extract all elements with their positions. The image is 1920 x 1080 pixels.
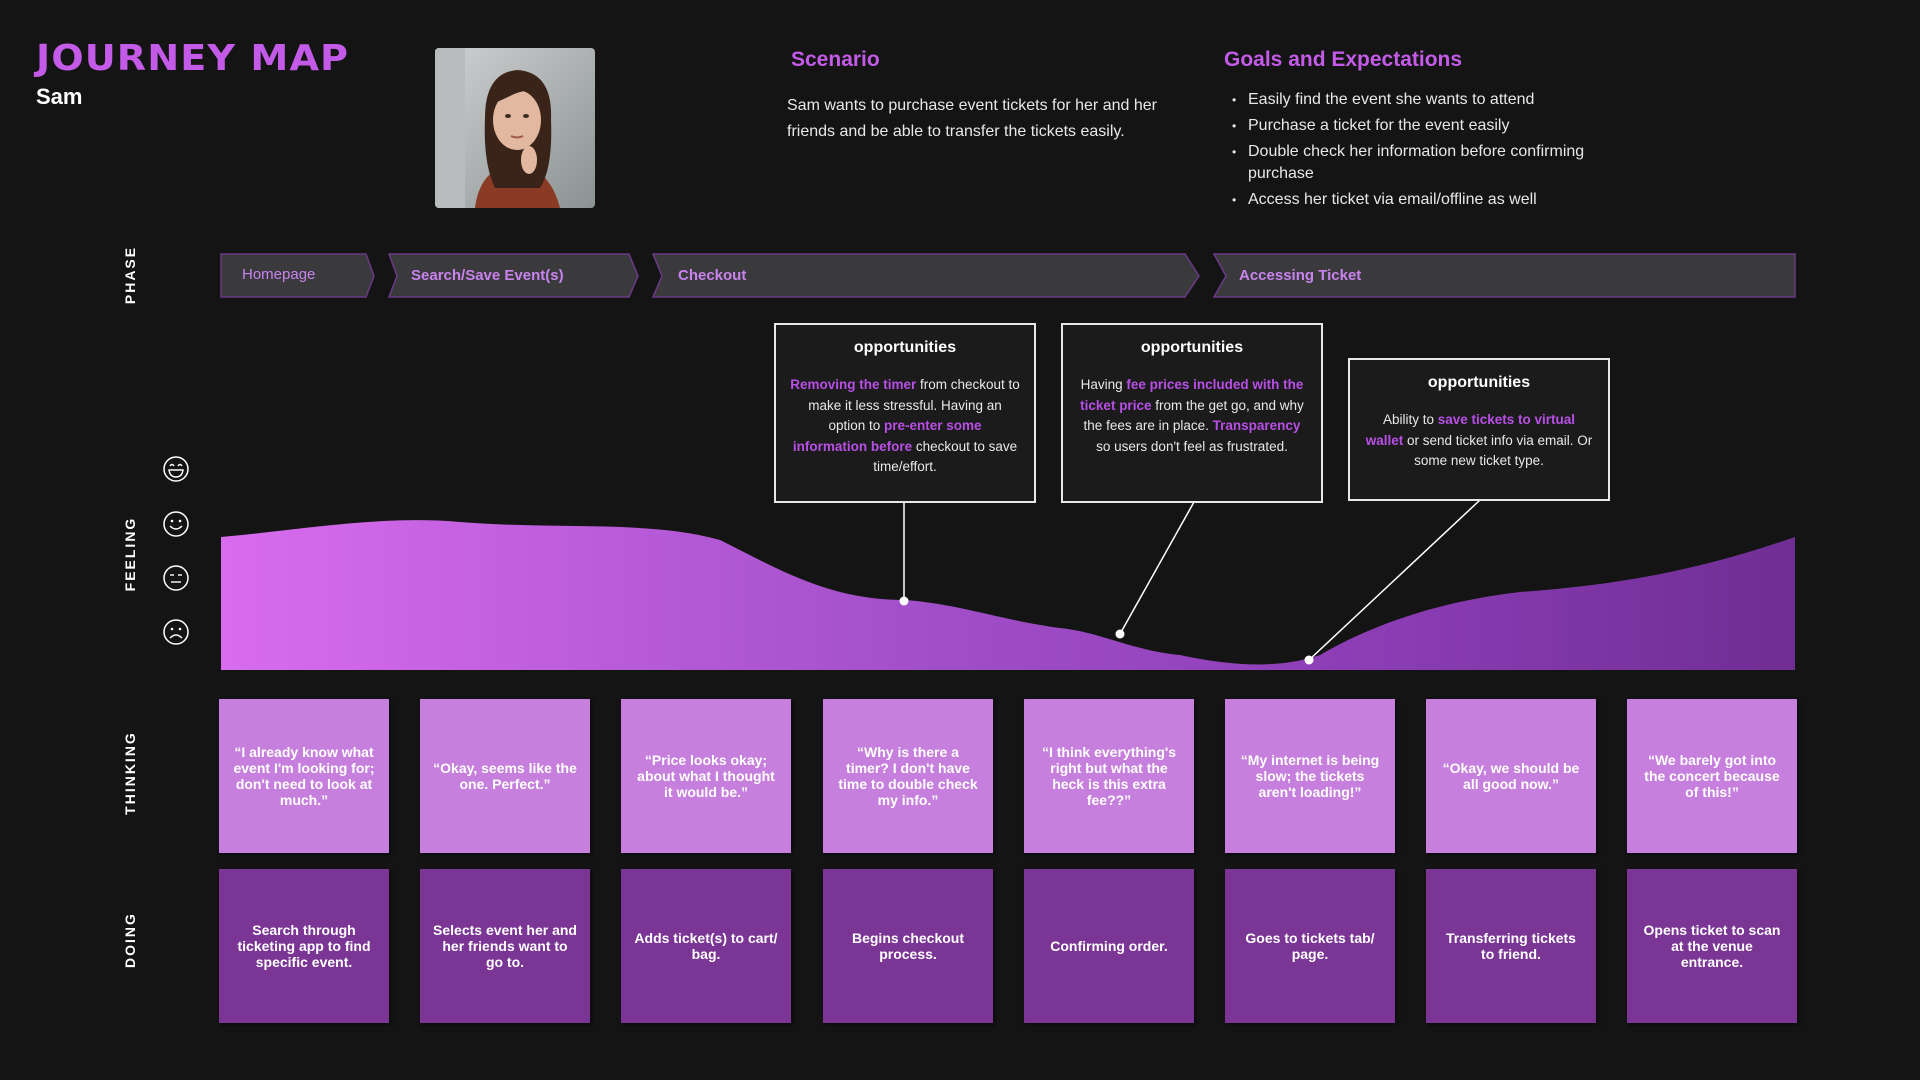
thinking-card: “Okay, seems like the one. Perfect.” xyxy=(420,699,590,853)
opportunity-highlight: pre-enter some information before xyxy=(792,418,982,454)
row-label-thinking: THINKING xyxy=(122,731,138,815)
thinking-card: “Price looks okay; about what I thought … xyxy=(621,699,791,853)
doing-card: Goes to tickets tab/ page. xyxy=(1225,869,1395,1023)
scenario-heading: Scenario xyxy=(791,48,880,71)
goal-item: Double check her information before conf… xyxy=(1232,141,1652,185)
doing-card: Begins checkout process. xyxy=(823,869,993,1023)
opportunity-box: opportunities Having fee prices included… xyxy=(1061,323,1323,503)
thinking-card: “Why is there a timer? I don't have time… xyxy=(823,699,993,853)
phase-segment-search xyxy=(387,253,639,298)
row-label-doing: DOING xyxy=(122,912,138,968)
opportunity-segment: so users don't feel as frustrated. xyxy=(1096,438,1288,454)
phase-label-accessing-ticket: Accessing Ticket xyxy=(1239,267,1362,284)
opportunity-heading: opportunities xyxy=(1140,339,1244,356)
doing-card: Adds ticket(s) to cart/ bag. xyxy=(621,869,791,1023)
phase-segment-homepage xyxy=(220,253,375,298)
persona-avatar xyxy=(435,48,595,208)
phase-segment-accessing-ticket xyxy=(1212,253,1796,298)
doing-card: Selects event her and her friends want t… xyxy=(420,869,590,1023)
phase-label-search: Search/Save Event(s) xyxy=(411,267,564,284)
thinking-card: “Okay, we should be all good now.” xyxy=(1426,699,1596,853)
feeling-curve xyxy=(221,499,1795,670)
doing-card: Transferring tickets to friend. xyxy=(1426,869,1596,1023)
neutral-face-icon xyxy=(163,565,189,591)
scenario-text: Sam wants to purchase event tickets for … xyxy=(787,97,1157,140)
opportunity-segment: from the get go, and why the fees are in… xyxy=(1083,397,1304,434)
opportunity-text: Having fee prices included with the tick… xyxy=(1077,375,1307,457)
phase-label-homepage: Homepage xyxy=(242,266,316,283)
opportunity-highlight: Transparency xyxy=(1212,418,1301,433)
opportunity-segment: Ability to xyxy=(1382,412,1438,427)
sad-face-icon xyxy=(163,619,189,645)
phase-bar xyxy=(220,253,1796,298)
thinking-card: “My internet is being slow; the tickets … xyxy=(1225,699,1395,853)
thinking-card: “I think everything's right but what the… xyxy=(1024,699,1194,853)
opportunity-heading: opportunities xyxy=(1427,374,1531,391)
page-title: JOURNEY MAP xyxy=(36,38,350,79)
connector-line xyxy=(1119,501,1195,635)
opportunity-heading: opportunities xyxy=(853,339,957,356)
opportunity-text: Ability to save tickets to virtual walle… xyxy=(1364,410,1594,472)
opportunity-highlight: fee prices included with the ticket pric… xyxy=(1080,377,1304,413)
connector-dot xyxy=(1304,655,1314,665)
persona-name: Sam xyxy=(36,84,83,109)
goal-item: Access her ticket via email/offline as w… xyxy=(1232,189,1652,211)
goal-item: Easily find the event she wants to atten… xyxy=(1232,89,1652,111)
goals-list: Easily find the event she wants to atten… xyxy=(1232,89,1652,215)
doing-card: Opens ticket to scan at the venue entran… xyxy=(1627,869,1797,1023)
connector-dot xyxy=(899,596,909,606)
connector-dot xyxy=(1115,629,1125,639)
opportunity-box: opportunities Ability to save tickets to… xyxy=(1348,358,1610,501)
thinking-card: “We barely got into the concert because … xyxy=(1627,699,1797,853)
goal-item: Purchase a ticket for the event easily xyxy=(1232,115,1652,137)
doing-card: Search through ticketing app to find spe… xyxy=(219,869,389,1023)
doing-card: Confirming order. xyxy=(1024,869,1194,1023)
opportunity-segment: from checkout to make it less stressful.… xyxy=(808,377,1020,433)
goals-heading: Goals and Expectations xyxy=(1224,48,1463,71)
connector-line xyxy=(1308,499,1481,661)
phase-segment-checkout xyxy=(651,253,1200,298)
thinking-card: “I already know what event I'm looking f… xyxy=(219,699,389,853)
opportunity-segment: Having xyxy=(1080,377,1127,392)
opportunity-box: opportunities Removing the timer from ch… xyxy=(774,323,1036,503)
smiling-face-icon xyxy=(163,511,189,537)
laughing-face-icon xyxy=(163,456,189,482)
opportunity-highlight: save tickets to virtual wallet xyxy=(1365,412,1576,448)
feeling-area xyxy=(221,520,1795,670)
phase-label-checkout: Checkout xyxy=(678,267,747,284)
opportunity-highlight: Removing the timer xyxy=(790,377,917,392)
opportunity-segment: or send ticket info via email. Or some n… xyxy=(1403,432,1593,469)
opportunity-segment: checkout to save time/effort. xyxy=(873,438,1018,475)
opportunity-text: Removing the timer from checkout to make… xyxy=(790,375,1020,478)
